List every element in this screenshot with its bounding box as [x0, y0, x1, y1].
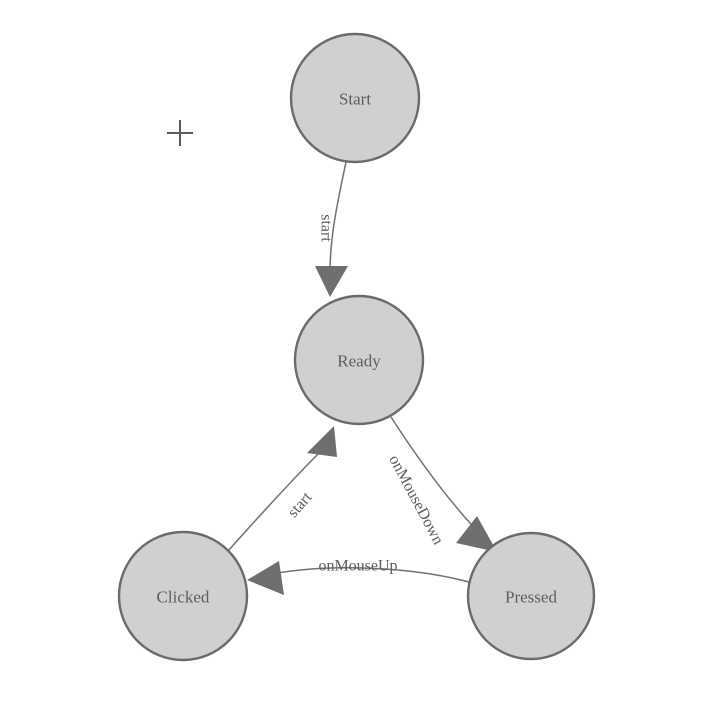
node-pressed-circle[interactable] — [466, 531, 596, 661]
edge-start-to-ready[interactable]: start — [315, 161, 348, 297]
node-ready-circle[interactable] — [293, 294, 425, 426]
edge-pressed-to-clicked-arrowhead — [247, 561, 284, 595]
node-start-circle[interactable] — [289, 32, 421, 164]
edge-clicked-to-ready-line — [227, 451, 321, 552]
edge-pressed-to-clicked[interactable]: onMouseUp — [247, 558, 470, 596]
edge-ready-to-pressed-arrowhead — [456, 516, 497, 552]
node-ready[interactable]: Ready — [293, 294, 425, 426]
edge-clicked-to-ready[interactable]: start — [227, 426, 337, 552]
node-ready-label: Ready — [337, 352, 381, 371]
node-start[interactable]: Start — [289, 32, 421, 164]
edge-label-clicked-to-ready: start — [285, 489, 316, 521]
plus-crosshair-icon — [167, 120, 193, 146]
node-pressed[interactable]: Pressed — [466, 531, 596, 661]
edge-label-ready-to-pressed: onMouseDown — [385, 452, 446, 547]
edge-start-to-ready-arrowhead — [315, 266, 348, 297]
node-clicked-label: Clicked — [157, 588, 210, 607]
edge-clicked-to-ready-arrowhead — [307, 426, 337, 457]
node-clicked-circle[interactable] — [117, 530, 249, 662]
edge-pressed-to-clicked-line — [271, 566, 470, 583]
node-clicked[interactable]: Clicked — [117, 530, 249, 662]
node-pressed-label: Pressed — [505, 588, 557, 607]
node-start-label: Start — [339, 90, 371, 109]
edge-start-to-ready-line — [329, 161, 347, 273]
edge-ready-to-pressed[interactable]: onMouseDown — [385, 416, 497, 552]
edge-label-start-to-ready: start — [318, 214, 335, 242]
edge-label-pressed-to-clicked: onMouseUp — [318, 558, 397, 575]
